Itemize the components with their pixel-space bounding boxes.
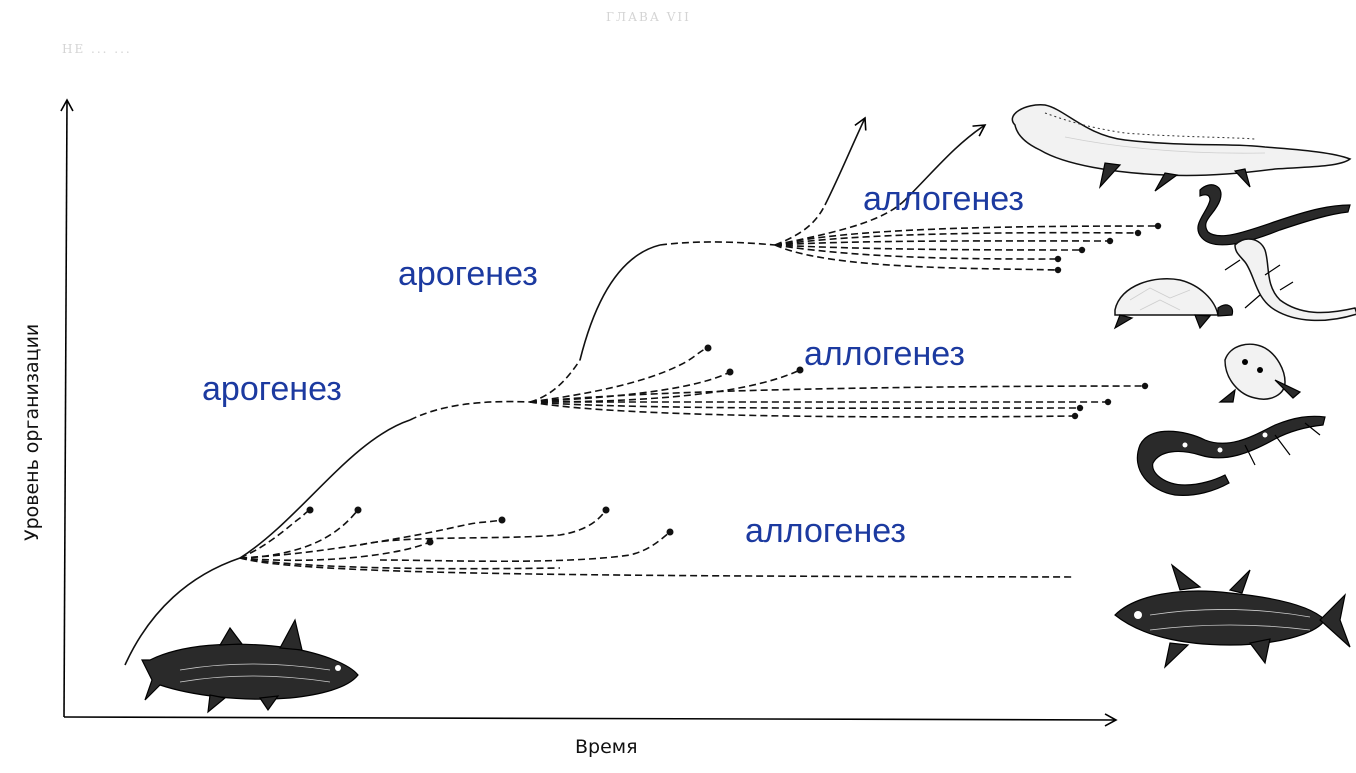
- upper-allo-node-1: [1155, 223, 1161, 229]
- y-axis-label: Уровень организации: [21, 341, 43, 541]
- label-allogenez-top: аллогенез: [863, 180, 1024, 219]
- mid-short-node-2: [727, 369, 734, 376]
- salamander-icon: [1137, 416, 1325, 495]
- arogenez-upper-curve: [580, 245, 660, 360]
- frog-icon: [1220, 344, 1300, 402]
- turtle-icon: [1115, 279, 1233, 328]
- upper-allo-node-2: [1135, 230, 1141, 236]
- low-branch-node-5: [427, 539, 434, 546]
- upper-branch-1b: [825, 118, 865, 205]
- low-branch-3: [240, 520, 502, 558]
- mid-short-3: [530, 370, 800, 402]
- low-branch-5: [240, 542, 430, 560]
- y-axis: [64, 100, 67, 717]
- x-axis: [64, 717, 1116, 720]
- faint-header-left: НЕ ... ...: [62, 42, 132, 56]
- upper-allo-3: [775, 241, 1110, 245]
- mid-allo-node-3: [1077, 405, 1083, 411]
- upper-allo-node-5: [1055, 256, 1061, 262]
- low-short-node-2: [355, 507, 362, 514]
- trunk-plateau-1: [410, 402, 530, 420]
- mid-short-node-1: [705, 345, 712, 352]
- low-branch-4: [360, 510, 606, 545]
- upper-allo-node-6: [1055, 267, 1061, 273]
- trunk-rise-2a: [530, 360, 580, 402]
- snake-icon: [1198, 185, 1350, 245]
- mid-allo-4: [530, 402, 1075, 417]
- ancient-fish-icon: [142, 620, 358, 712]
- lizard-icon: [1225, 239, 1356, 320]
- low-short-node-1: [307, 507, 314, 514]
- upper-allo-node-4: [1079, 247, 1085, 253]
- low-short-2: [240, 510, 358, 558]
- label-arogenez-low: арогенез: [202, 370, 342, 409]
- low-branch-node-6: [667, 529, 674, 536]
- upper-allo-node-3: [1107, 238, 1113, 244]
- mid-short-1: [530, 348, 708, 402]
- trunk-plateau-2: [660, 242, 775, 245]
- low-branch-node-3: [499, 517, 506, 524]
- crocodile-icon: [1012, 105, 1350, 191]
- x-axis-label: Время: [575, 736, 638, 758]
- label-allogenez-bottom: аллогенез: [745, 512, 906, 551]
- low-branch-node-4: [603, 507, 610, 514]
- upper-allo-6: [775, 245, 1058, 270]
- label-allogenez-middle: аллогенез: [804, 335, 965, 374]
- faint-header-top: ГЛАВА VII: [606, 10, 691, 24]
- mid-allo-3: [530, 402, 1080, 408]
- label-arogenez-high: арогенез: [398, 255, 538, 294]
- mid-short-node-3: [797, 367, 804, 374]
- mid-short-2: [530, 372, 730, 402]
- upper-allo-2: [775, 233, 1138, 245]
- mid-allo-node-4: [1072, 413, 1078, 419]
- mid-allo-node-2: [1105, 399, 1111, 405]
- upper-allo-4: [775, 245, 1082, 250]
- mid-allo-node-1: [1142, 383, 1148, 389]
- coelacanth-icon: [1115, 565, 1350, 667]
